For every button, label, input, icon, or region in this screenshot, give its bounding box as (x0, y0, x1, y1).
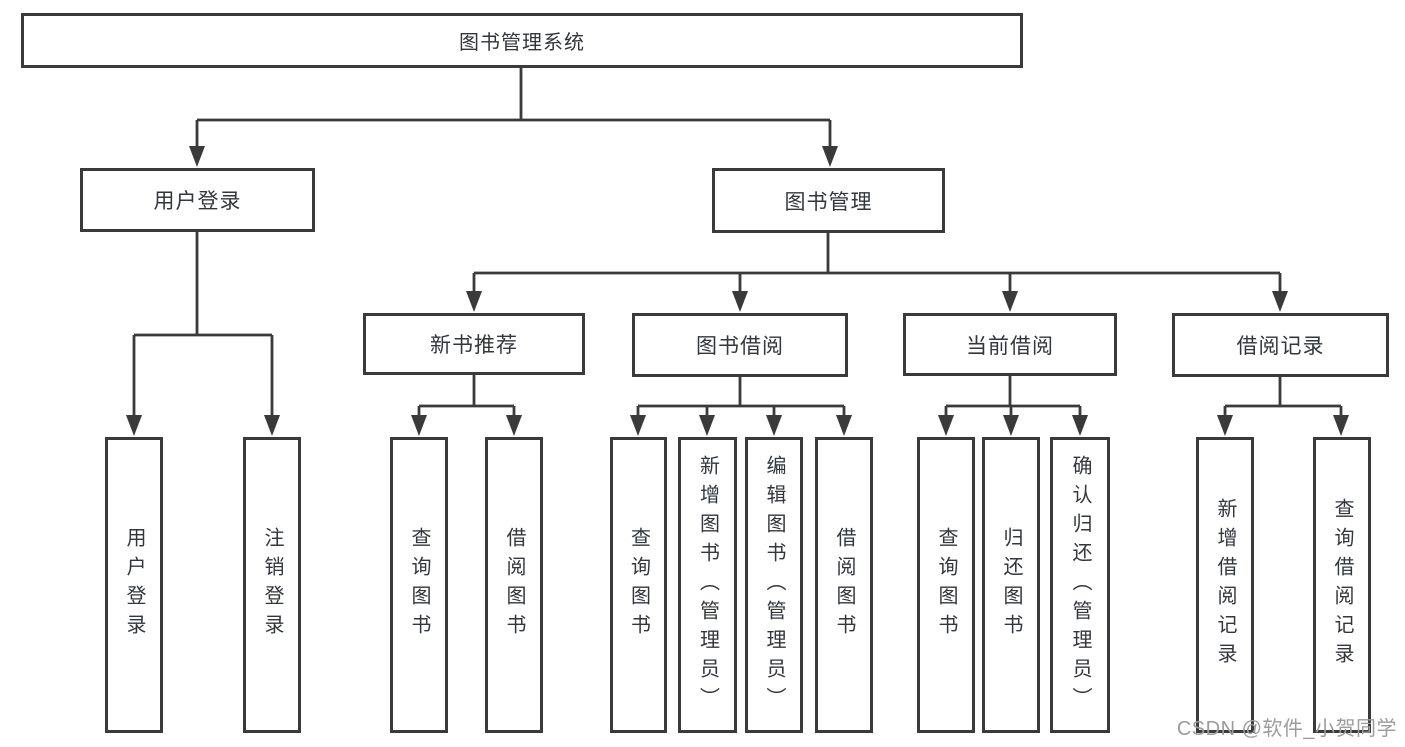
leaf-borrow-books-recommend: 借阅图书 (485, 437, 543, 733)
arrowhead (506, 415, 522, 436)
leaf-query-borrow-record: 查询借阅记录 (1313, 437, 1371, 733)
arrowhead (1003, 415, 1019, 436)
node-book-borrow: 图书借阅 (632, 313, 848, 377)
connector-borrow-records (1223, 377, 1343, 420)
connector-book-borrow (636, 377, 846, 420)
connector-new-book (417, 375, 516, 420)
arrowhead (732, 291, 748, 312)
arrowhead (630, 415, 646, 436)
arrowhead (411, 415, 427, 436)
arrowhead (466, 291, 482, 312)
leaf-user-login: 用户登录 (105, 437, 163, 733)
leaf-return-books: 归还图书 (982, 437, 1040, 733)
node-new-book-recommend: 新书推荐 (363, 313, 585, 375)
leaf-add-borrow-record: 新增借阅记录 (1196, 437, 1254, 733)
leaf-confirm-return-admin: 确认归还（管理员） (1050, 437, 1110, 733)
arrowhead (1002, 291, 1018, 312)
arrowhead (1333, 415, 1349, 436)
connector-current-borrow (944, 376, 1082, 420)
arrowhead (1217, 415, 1233, 436)
arrowhead (264, 415, 280, 436)
arrowhead (938, 415, 954, 436)
watermark: CSDN @软件_小贺同学 (1176, 718, 1397, 740)
leaf-edit-book-admin: 编辑图书（管理员） (745, 437, 803, 733)
arrowhead (189, 146, 205, 167)
leaf-add-book-admin: 新增图书（管理员） (678, 437, 737, 733)
leaf-query-books-borrow: 查询图书 (610, 437, 667, 733)
arrowhead (126, 415, 142, 436)
arrowhead (1272, 291, 1288, 312)
leaf-logout-login: 注销登录 (243, 437, 301, 733)
leaf-query-books-recommend: 查询图书 (390, 437, 448, 733)
node-book-management: 图书管理 (712, 168, 945, 233)
arrowheads (126, 146, 1349, 436)
connector-user-login (132, 232, 274, 420)
node-user-login: 用户登录 (80, 168, 315, 232)
arrowhead (699, 415, 715, 436)
arrowhead (766, 415, 782, 436)
connector-root (195, 68, 832, 150)
connector-book-mgmt (472, 233, 1282, 296)
arrowhead (836, 415, 852, 436)
node-borrow-records: 借阅记录 (1172, 313, 1389, 377)
leaf-borrow-books: 借阅图书 (815, 437, 873, 733)
arrowhead (822, 146, 838, 167)
node-root: 图书管理系统 (21, 13, 1023, 68)
node-current-borrow: 当前借阅 (903, 313, 1117, 376)
connector-stems (132, 68, 1343, 420)
arrowhead (1072, 415, 1088, 436)
leaf-query-books-current: 查询图书 (917, 437, 975, 733)
